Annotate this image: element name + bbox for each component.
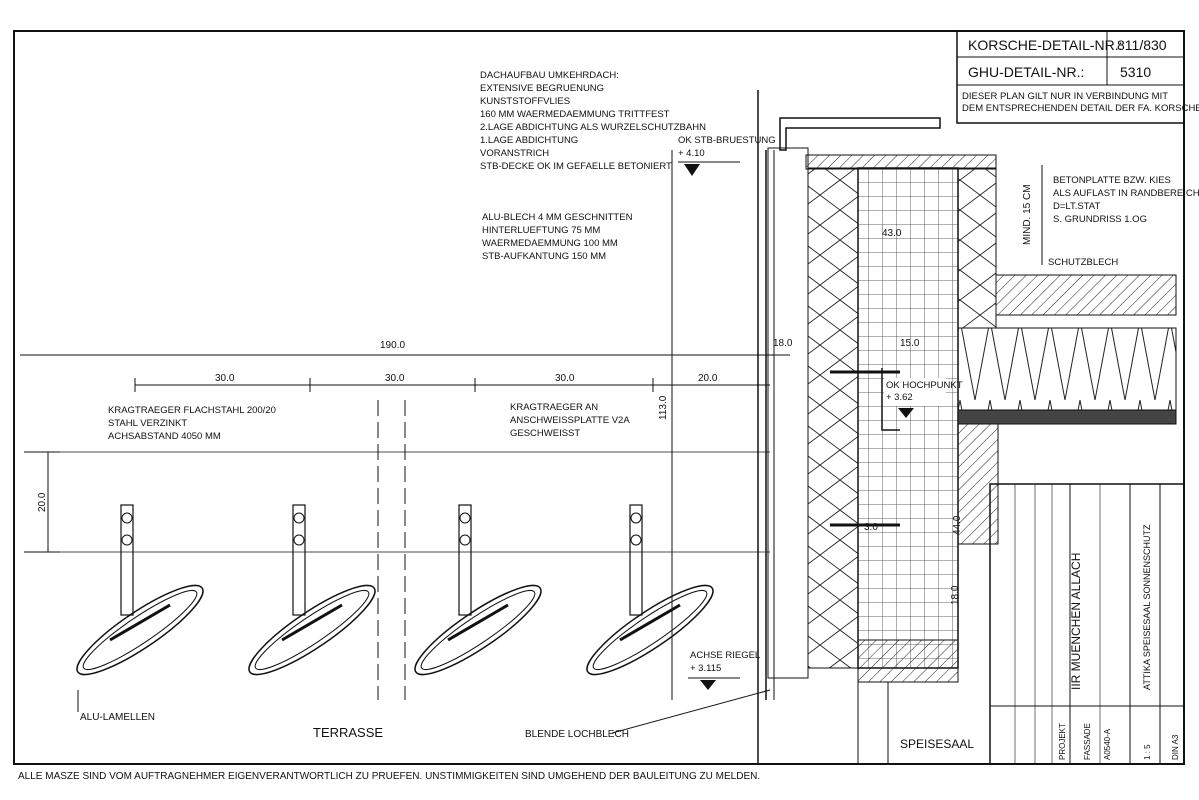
svg-text:113.0: 113.0 xyxy=(658,395,669,420)
dim-43: 43.0 xyxy=(882,228,902,239)
stamp-projekt: PROJEKT xyxy=(1058,723,1067,760)
lamella-3 xyxy=(414,504,542,676)
plan-note-line2: DEM ENTSPRECHENDEN DETAIL DER FA. KORSCH… xyxy=(962,103,1199,114)
gravel-note: BETONPLATTE BZW. KIES ALS AUFLAST IN RAN… xyxy=(1053,175,1199,225)
footer-note: ALLE MASZE SIND VOM AUFTRAGNEHMER EIGENV… xyxy=(18,771,760,782)
stamp-project: IIR MUENCHEN ALLACH xyxy=(1069,553,1083,690)
svg-text:+ 4.10: + 4.10 xyxy=(678,148,705,159)
svg-text:+ 3.115: + 3.115 xyxy=(690,663,721,674)
title-stamp: IIR MUENCHEN ALLACH ATTIKA SPEISESAAL SO… xyxy=(989,483,1185,765)
dim-44: 44.0 xyxy=(952,515,963,535)
roof-spec-note: DACHAUFBAU UMKEHRDACH: EXTENSIVE BEGRUEN… xyxy=(480,70,706,172)
svg-text:30.0: 30.0 xyxy=(215,373,235,384)
svg-text:OK HOCHPUNKT: OK HOCHPUNKT xyxy=(886,380,963,391)
lamella-1 xyxy=(76,504,204,676)
facade-section xyxy=(757,90,1177,765)
svg-text:STB-AUFKANTUNG 150 MM: STB-AUFKANTUNG 150 MM xyxy=(482,251,606,262)
alu-lamellen-label: ALU-LAMELLEN xyxy=(80,712,155,723)
parapet-level-marker: OK STB-BRUESTUNG + 4.10 xyxy=(678,135,776,176)
blende-label: BLENDE LOCHBLECH xyxy=(525,729,629,740)
dimension-chain: 30.0 30.0 30.0 20.0 xyxy=(134,373,770,392)
svg-text:EXTENSIVE BEGRUENUNG: EXTENSIVE BEGRUENUNG xyxy=(480,83,604,94)
svg-text:KRAGTRAEGER AN: KRAGTRAEGER AN xyxy=(510,402,598,413)
beam-level-marker: ACHSE RIEGEL + 3.115 xyxy=(688,650,760,690)
svg-text:WAERMEDAEMMUNG 100 MM: WAERMEDAEMMUNG 100 MM xyxy=(482,238,618,249)
svg-text:ACHSE RIEGEL: ACHSE RIEGEL xyxy=(690,650,760,661)
stamp-scale: 1 : 5 xyxy=(1143,744,1152,760)
korsche-detail-label: KORSCHE-DETAIL-NR.: xyxy=(968,37,1123,53)
terrasse-label: TERRASSE xyxy=(313,725,383,740)
dim-3: 3.0 xyxy=(864,522,878,533)
weld-note: KRAGTRAEGER AN ANSCHWEISSPLATTE V2A GESC… xyxy=(510,402,630,439)
highpoint-level-marker: OK HOCHPUNKT + 3.62 xyxy=(884,378,963,418)
svg-text:+ 3.62: + 3.62 xyxy=(886,392,913,403)
stamp-format: DIN A3 xyxy=(1171,734,1180,760)
svg-text:STAHL VERZINKT: STAHL VERZINKT xyxy=(108,418,187,429)
svg-text:HINTERLUEFTUNG 75 MM: HINTERLUEFTUNG 75 MM xyxy=(482,225,600,236)
svg-text:OK STB-BRUESTUNG: OK STB-BRUESTUNG xyxy=(678,135,776,146)
svg-text:ALU-BLECH 4 MM GESCHNITTEN: ALU-BLECH 4 MM GESCHNITTEN xyxy=(482,212,633,223)
lamella-2 xyxy=(248,504,376,676)
ghu-detail-label: GHU-DETAIL-NR.: xyxy=(968,64,1084,80)
speisesaal-label: SPEISESAAL xyxy=(900,737,974,751)
svg-text:20.0: 20.0 xyxy=(37,492,48,512)
svg-text:ALS AUFLAST IN RANDBEREICH: ALS AUFLAST IN RANDBEREICH xyxy=(1053,188,1199,199)
svg-text:KRAGTRAEGER FLACHSTAHL 200/20: KRAGTRAEGER FLACHSTAHL 200/20 xyxy=(108,405,276,416)
dim-18: 18.0 xyxy=(773,338,793,349)
svg-text:30.0: 30.0 xyxy=(555,373,575,384)
bracket-note: KRAGTRAEGER FLACHSTAHL 200/20 STAHL VERZ… xyxy=(108,405,276,442)
plan-note-line1: DIESER PLAN GILT NUR IN VERBINDUNG MIT xyxy=(962,91,1168,102)
svg-text:BETONPLATTE BZW. KIES: BETONPLATTE BZW. KIES xyxy=(1053,175,1171,186)
drawing-frame xyxy=(13,30,1185,765)
dim-15: 15.0 xyxy=(900,338,920,349)
svg-text:GESCHWEISST: GESCHWEISST xyxy=(510,428,580,439)
dimension-left-20: 20.0 xyxy=(24,451,60,553)
svg-text:KUNSTSTOFFVLIES: KUNSTSTOFFVLIES xyxy=(480,96,570,107)
svg-text:20.0: 20.0 xyxy=(698,373,718,384)
stamp-fassade: FASSADE xyxy=(1083,723,1092,760)
svg-text:VORANSTRICH: VORANSTRICH xyxy=(480,148,549,159)
svg-text:30.0: 30.0 xyxy=(385,373,405,384)
schutzblech-label: SCHUTZBLECH xyxy=(1048,257,1118,268)
svg-text:ACHSABSTAND 4050 MM: ACHSABSTAND 4050 MM xyxy=(108,431,221,442)
blende-leader xyxy=(611,689,771,734)
svg-text:D=LT.STAT: D=LT.STAT xyxy=(1053,201,1100,212)
ghu-detail-value: 5310 xyxy=(1120,64,1151,80)
min-depth-label: MIND. 15 CM xyxy=(1022,184,1033,245)
detail-number-table: KORSCHE-DETAIL-NR.: 811/830 GHU-DETAIL-N… xyxy=(956,30,1199,124)
svg-text:2.LAGE ABDICHTUNG ALS WURZELSC: 2.LAGE ABDICHTUNG ALS WURZELSCHUTZBAHN xyxy=(480,122,706,133)
dimension-overall: 190.0 xyxy=(20,340,790,356)
dim-18-vertical: 18.0 xyxy=(950,585,961,605)
svg-text:190.0: 190.0 xyxy=(380,340,405,351)
svg-text:STB-DECKE OK IM GEFAELLE BETON: STB-DECKE OK IM GEFAELLE BETONIERT xyxy=(480,161,672,172)
svg-text:1.LAGE ABDICHTUNG: 1.LAGE ABDICHTUNG xyxy=(480,135,578,146)
stamp-plan-nr: A0540-A xyxy=(1103,728,1112,760)
korsche-detail-value: 811/830 xyxy=(1117,37,1167,53)
svg-text:ANSCHWEISSPLATTE V2A: ANSCHWEISSPLATTE V2A xyxy=(510,415,630,426)
svg-text:160 MM WAERMEDAEMMUNG TRITTFES: 160 MM WAERMEDAEMMUNG TRITTFEST xyxy=(480,109,670,120)
svg-text:S. GRUNDRISS 1.OG: S. GRUNDRISS 1.OG xyxy=(1053,214,1147,225)
axis-lines xyxy=(377,400,406,700)
lamella-4 xyxy=(586,504,714,676)
stamp-plan-name: ATTIKA SPEISESAAL SONNENSCHUTZ xyxy=(1142,524,1152,690)
attic-spec-note: ALU-BLECH 4 MM GESCHNITTEN HINTERLUEFTUN… xyxy=(482,212,633,262)
svg-text:DACHAUFBAU UMKEHRDACH:: DACHAUFBAU UMKEHRDACH: xyxy=(480,70,619,81)
